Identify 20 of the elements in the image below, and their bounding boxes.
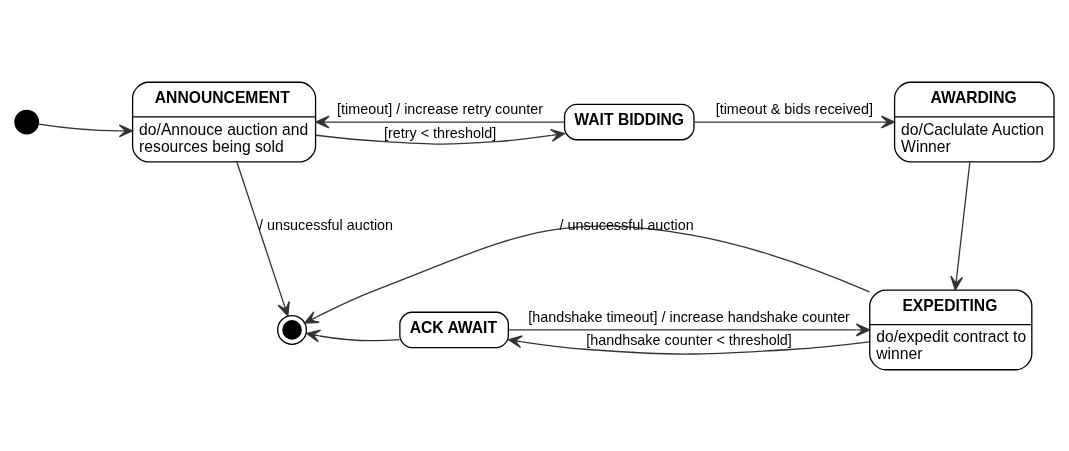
arrow	[950, 160, 971, 290]
edge-label: [timeout] / increase retry counter	[337, 100, 544, 117]
arrow	[508, 322, 871, 336]
node-box: ACK AWAIT	[399, 311, 509, 348]
arrow	[38, 122, 134, 137]
node-bullseye	[277, 314, 308, 345]
edge-label: [timeout & bids received]	[715, 100, 873, 117]
arrow	[693, 115, 896, 129]
arrow	[236, 160, 290, 316]
arrow	[304, 224, 871, 324]
arrow	[315, 128, 566, 145]
arrow	[507, 334, 870, 355]
edge-label: [handhsake counter < threshold]	[586, 331, 792, 348]
edge-label: [retry < threshold]	[384, 124, 497, 141]
edge-label: [handshake timeout] / increase handshake counter	[528, 308, 850, 325]
node-box: WAIT BIDDING	[563, 103, 695, 140]
node-circle	[14, 109, 40, 134]
arrow	[305, 329, 401, 342]
arrow	[315, 115, 565, 129]
edge-label: / unsucessful auction	[258, 216, 394, 233]
